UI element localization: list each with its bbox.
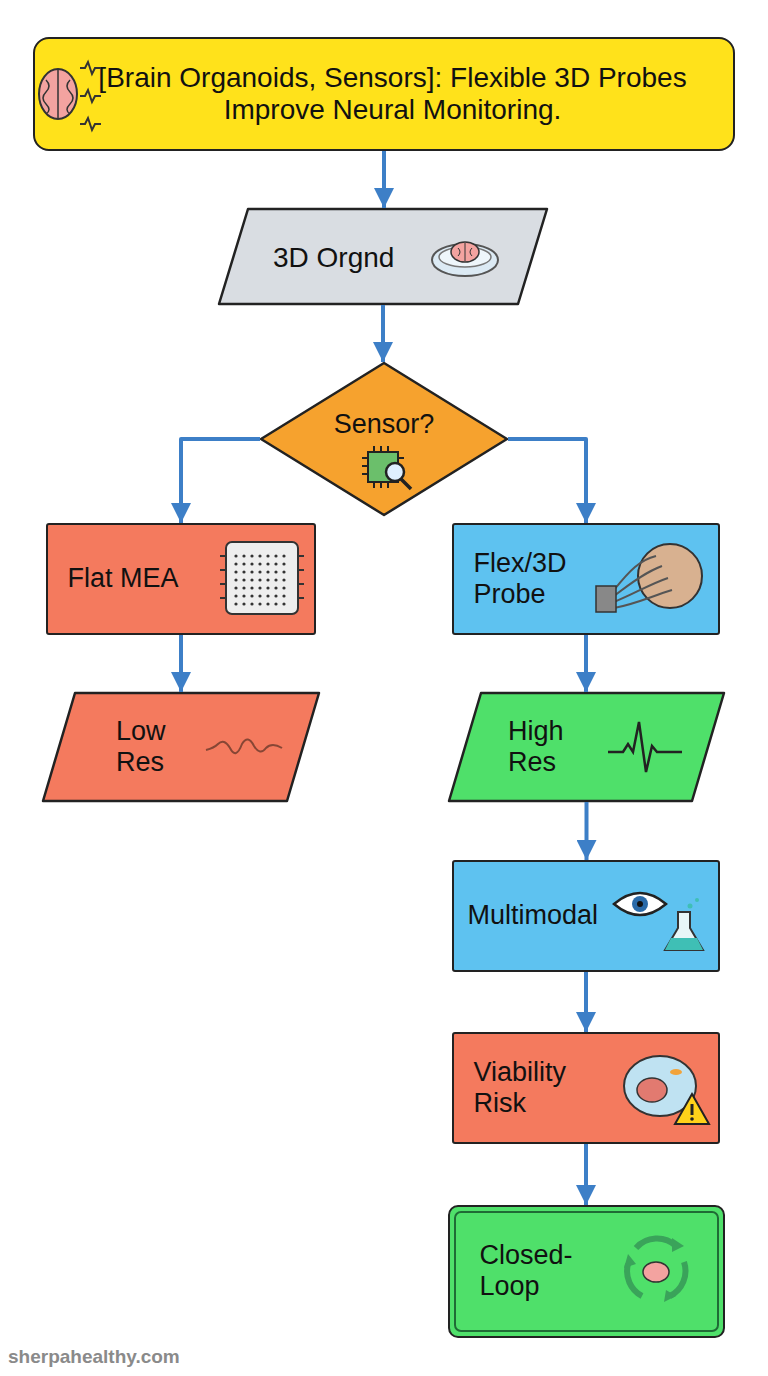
flow-arrow bbox=[584, 1144, 588, 1205]
flow-arrow bbox=[381, 305, 385, 362]
closed-loop-icon-part bbox=[636, 1239, 676, 1248]
node-text: [Brain Organoids, Sensors]: Flexible 3D … bbox=[98, 61, 688, 125]
closed-loop-icon-part bbox=[624, 1238, 684, 1302]
mea-grid-icon-part bbox=[220, 556, 304, 598]
probe-icon-part bbox=[638, 544, 702, 608]
process-box: Viability Risk bbox=[452, 1032, 720, 1144]
mea-grid-icon-part bbox=[226, 542, 298, 614]
title-box: [Brain Organoids, Sensors]: Flexible 3D … bbox=[33, 37, 735, 151]
io-parallelogram: High Res bbox=[448, 692, 725, 802]
node-text: Sensor? bbox=[314, 409, 454, 440]
text-block: [Brain Organoids, Sensors]: Flexible 3D … bbox=[98, 61, 688, 125]
text-block: Multimodal bbox=[468, 900, 638, 931]
eye-flask-icon-part bbox=[665, 938, 703, 950]
io-parallelogram: Low Res bbox=[42, 692, 320, 802]
node-text: Flat MEA bbox=[68, 563, 208, 594]
flow-arrow bbox=[508, 439, 586, 523]
dish-icon-part bbox=[458, 243, 472, 261]
probe-icon-part bbox=[614, 556, 672, 608]
chip-icon bbox=[362, 446, 411, 489]
low-res-wave-part bbox=[206, 739, 282, 753]
closed-loop-icon bbox=[624, 1238, 685, 1302]
process-box: Multimodal bbox=[452, 860, 720, 972]
cell-warning-icon-part bbox=[690, 1117, 694, 1121]
text-block: Closed-Loop bbox=[480, 1239, 590, 1301]
chip-icon-part bbox=[362, 446, 404, 488]
process-box: Flat MEA bbox=[46, 523, 316, 635]
node-text: 3D Orgnd bbox=[273, 242, 423, 274]
cell-warning-icon-part bbox=[691, 1104, 694, 1115]
brain-icon bbox=[39, 62, 101, 130]
closed-loop-icon-part bbox=[627, 1264, 642, 1296]
eye-flask-icon bbox=[614, 893, 703, 950]
text-block: 3D Orgnd bbox=[273, 242, 423, 274]
text-block: Sensor? bbox=[314, 409, 454, 440]
process-box: Flex/3D Probe bbox=[452, 523, 720, 635]
eye-flask-icon-part bbox=[688, 904, 693, 909]
parallelogram-outline bbox=[448, 692, 725, 802]
cell-warning-icon-part bbox=[624, 1056, 696, 1116]
node-text: Closed-Loop bbox=[480, 1239, 590, 1301]
chip-icon-part bbox=[368, 452, 398, 482]
closed-loop-icon-part bbox=[670, 1262, 685, 1296]
shape-fill bbox=[449, 693, 724, 801]
dish-icon-part bbox=[451, 242, 479, 262]
node-text: High Res bbox=[508, 716, 588, 778]
node-text: Low Res bbox=[116, 716, 196, 778]
dish-icon-part bbox=[439, 247, 491, 267]
brain-icon-part bbox=[39, 69, 77, 119]
brain-icon-part bbox=[80, 62, 101, 130]
cell-warning-icon bbox=[624, 1056, 709, 1124]
text-block: Flat MEA bbox=[68, 563, 208, 594]
node-text: Multimodal bbox=[468, 900, 638, 931]
text-block: Flex/3D Probe bbox=[474, 547, 594, 609]
eye-flask-icon-part bbox=[665, 912, 703, 950]
watermark: sherpahealthy.com bbox=[8, 1346, 180, 1368]
flow-arrow bbox=[584, 635, 588, 692]
cell-warning-icon-part bbox=[675, 1094, 709, 1124]
eye-flask-icon-part bbox=[695, 898, 699, 902]
dish-icon bbox=[432, 242, 498, 276]
text-block: Viability Risk bbox=[474, 1056, 604, 1118]
terminal-box: Closed-Loop bbox=[448, 1205, 725, 1338]
node-text: Viability Risk bbox=[474, 1056, 604, 1118]
chip-icon-part bbox=[401, 479, 411, 489]
flow-arrow bbox=[181, 439, 260, 523]
eye-flask-icon-part bbox=[632, 896, 648, 912]
shape-fill bbox=[261, 363, 507, 515]
high-res-wave-part bbox=[608, 722, 682, 772]
cell-warning-icon-part bbox=[670, 1069, 682, 1075]
parallelogram-outline bbox=[42, 692, 320, 802]
flow-arrow bbox=[585, 802, 589, 860]
mea-grid-icon-part bbox=[234, 550, 290, 606]
shape-fill bbox=[219, 209, 547, 304]
eye-flask-icon-part bbox=[637, 901, 643, 907]
probe-icon bbox=[596, 544, 702, 612]
decision-diamond: Sensor? bbox=[260, 362, 508, 516]
low-res-wave bbox=[206, 739, 282, 753]
shape-fill bbox=[43, 693, 319, 801]
text-block: High Res bbox=[508, 716, 588, 778]
high-res-wave bbox=[608, 722, 682, 772]
flow-arrow bbox=[382, 151, 386, 208]
eye-flask-icon-part bbox=[614, 893, 666, 915]
node-text: Flex/3D Probe bbox=[474, 547, 594, 609]
chip-icon-part bbox=[386, 463, 404, 481]
text-block: Low Res bbox=[116, 716, 196, 778]
mea-grid-icon bbox=[220, 542, 304, 614]
probe-icon-part bbox=[596, 586, 616, 612]
cell-warning-icon-part bbox=[637, 1078, 667, 1102]
flow-arrow bbox=[179, 635, 183, 692]
dish-icon-part bbox=[432, 244, 498, 276]
flow-arrow bbox=[584, 972, 588, 1032]
closed-loop-icon-part bbox=[643, 1262, 669, 1282]
brain-icon-part bbox=[43, 70, 73, 118]
io-parallelogram: 3D Orgnd bbox=[218, 208, 548, 305]
